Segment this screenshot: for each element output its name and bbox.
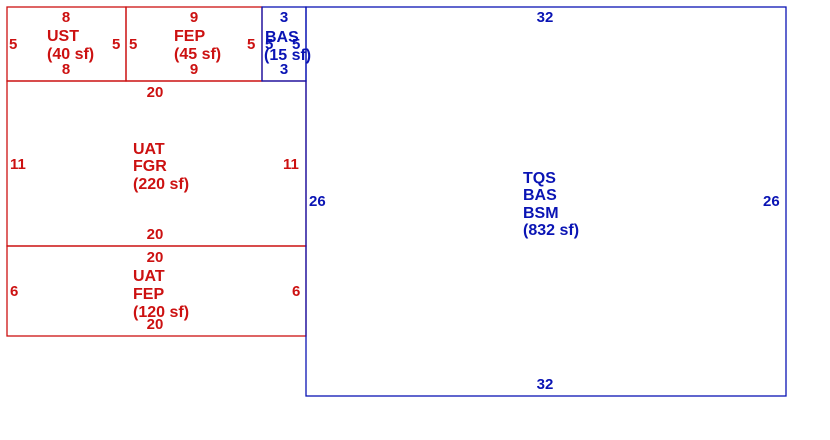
uat-fgr-dim-right: 11 bbox=[283, 156, 299, 173]
main-area-label: (832 sf) bbox=[523, 222, 579, 239]
uat-fep-code-0: UAT bbox=[133, 268, 165, 285]
fep-top-area-label: (45 sf) bbox=[174, 46, 221, 63]
main-code-1: BAS bbox=[523, 187, 557, 204]
area-main: 32 32 26 26 TQS BAS BSM (832 sf) bbox=[309, 9, 780, 393]
ust-area-label: (40 sf) bbox=[47, 46, 94, 63]
uat-fep-dim-top: 20 bbox=[147, 249, 164, 266]
area-main-outline bbox=[305, 6, 787, 397]
uat-fep-code-1: FEP bbox=[133, 286, 164, 303]
area-uat-fep: 20 20 6 6 UAT FEP (120 sf) bbox=[10, 249, 300, 333]
bas-small-area-label: (15 sf) bbox=[264, 47, 311, 64]
ust-dim-bottom: 8 bbox=[62, 61, 70, 78]
main-dim-top: 32 bbox=[537, 9, 554, 26]
uat-fgr-code-0: UAT bbox=[133, 141, 165, 158]
uat-fep-dim-left: 6 bbox=[10, 283, 18, 300]
area-bas-small: 3 3 5 5 BAS (15 sf) bbox=[264, 9, 311, 78]
fep-top-code-0: FEP bbox=[174, 28, 205, 45]
bas-small-dim-left: 5 bbox=[265, 36, 273, 53]
ust-dim-top: 8 bbox=[62, 9, 70, 26]
ust-code-0: UST bbox=[47, 28, 79, 45]
uat-fep-area-label: (120 sf) bbox=[133, 304, 189, 321]
fep-top-dim-top: 9 bbox=[190, 9, 198, 26]
uat-fgr-dim-bottom: 20 bbox=[147, 226, 164, 243]
bas-small-dim-top: 3 bbox=[280, 9, 288, 26]
uat-fgr-dim-left: 11 bbox=[10, 156, 26, 173]
uat-fgr-code-1: FGR bbox=[133, 158, 167, 175]
ust-dim-left: 5 bbox=[9, 36, 17, 53]
area-fep-top: 9 9 5 5 FEP (45 sf) bbox=[129, 9, 255, 78]
bas-small-dim-bottom: 3 bbox=[280, 61, 288, 78]
main-code-2: BSM bbox=[523, 205, 559, 222]
fep-top-dim-right: 5 bbox=[247, 36, 255, 53]
bas-small-dim-right: 5 bbox=[292, 36, 300, 53]
uat-fep-dim-right: 6 bbox=[292, 283, 300, 300]
fep-top-dim-left: 5 bbox=[129, 36, 137, 53]
area-ust: 8 8 5 5 UST (40 sf) bbox=[9, 9, 120, 78]
uat-fep-dim-bottom: 20 bbox=[147, 316, 164, 333]
uat-fgr-area-label: (220 sf) bbox=[133, 176, 189, 193]
uat-fgr-dim-top: 20 bbox=[147, 84, 164, 101]
main-dim-bottom: 32 bbox=[537, 376, 554, 393]
bas-small-code-0: BAS bbox=[265, 29, 299, 46]
fep-top-dim-bottom: 9 bbox=[190, 61, 198, 78]
area-uat-fgr: 20 20 11 11 UAT FGR (220 sf) bbox=[10, 84, 299, 243]
ust-dim-right: 5 bbox=[112, 36, 120, 53]
main-dim-right: 26 bbox=[763, 193, 780, 210]
main-dim-left: 26 bbox=[309, 193, 326, 210]
main-code-0: TQS bbox=[523, 170, 556, 187]
